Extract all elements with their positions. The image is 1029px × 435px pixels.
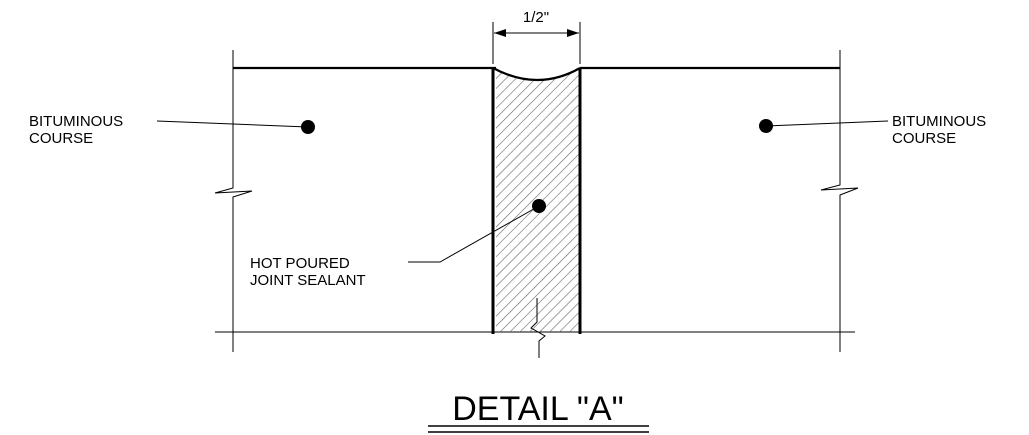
- left-callout-line2: COURSE: [29, 130, 93, 147]
- sealant-callout-line1: HOT POURED: [250, 255, 350, 272]
- sealant-callout-leader: [408, 205, 540, 263]
- sealant-recess-curve: [492, 67, 581, 82]
- dimension-arrow-right: [567, 29, 579, 37]
- dimension-arrow-left: [494, 29, 506, 37]
- left-callout-leader: [156, 120, 309, 128]
- left-break-line: [214, 50, 253, 352]
- right-break-line: [820, 50, 859, 352]
- joint-break-mark: [530, 298, 546, 358]
- right-callout-line1: BITUMINOUS: [892, 113, 986, 130]
- right-callout-line2: COURSE: [892, 130, 956, 147]
- sealant-callout-line2: JOINT SEALANT: [250, 272, 366, 289]
- detail-title: DETAIL "A": [452, 390, 624, 428]
- right-callout-leader: [765, 120, 889, 127]
- dimension-text: 1/2": [523, 9, 549, 26]
- left-callout-line1: BITUMINOUS: [29, 113, 123, 130]
